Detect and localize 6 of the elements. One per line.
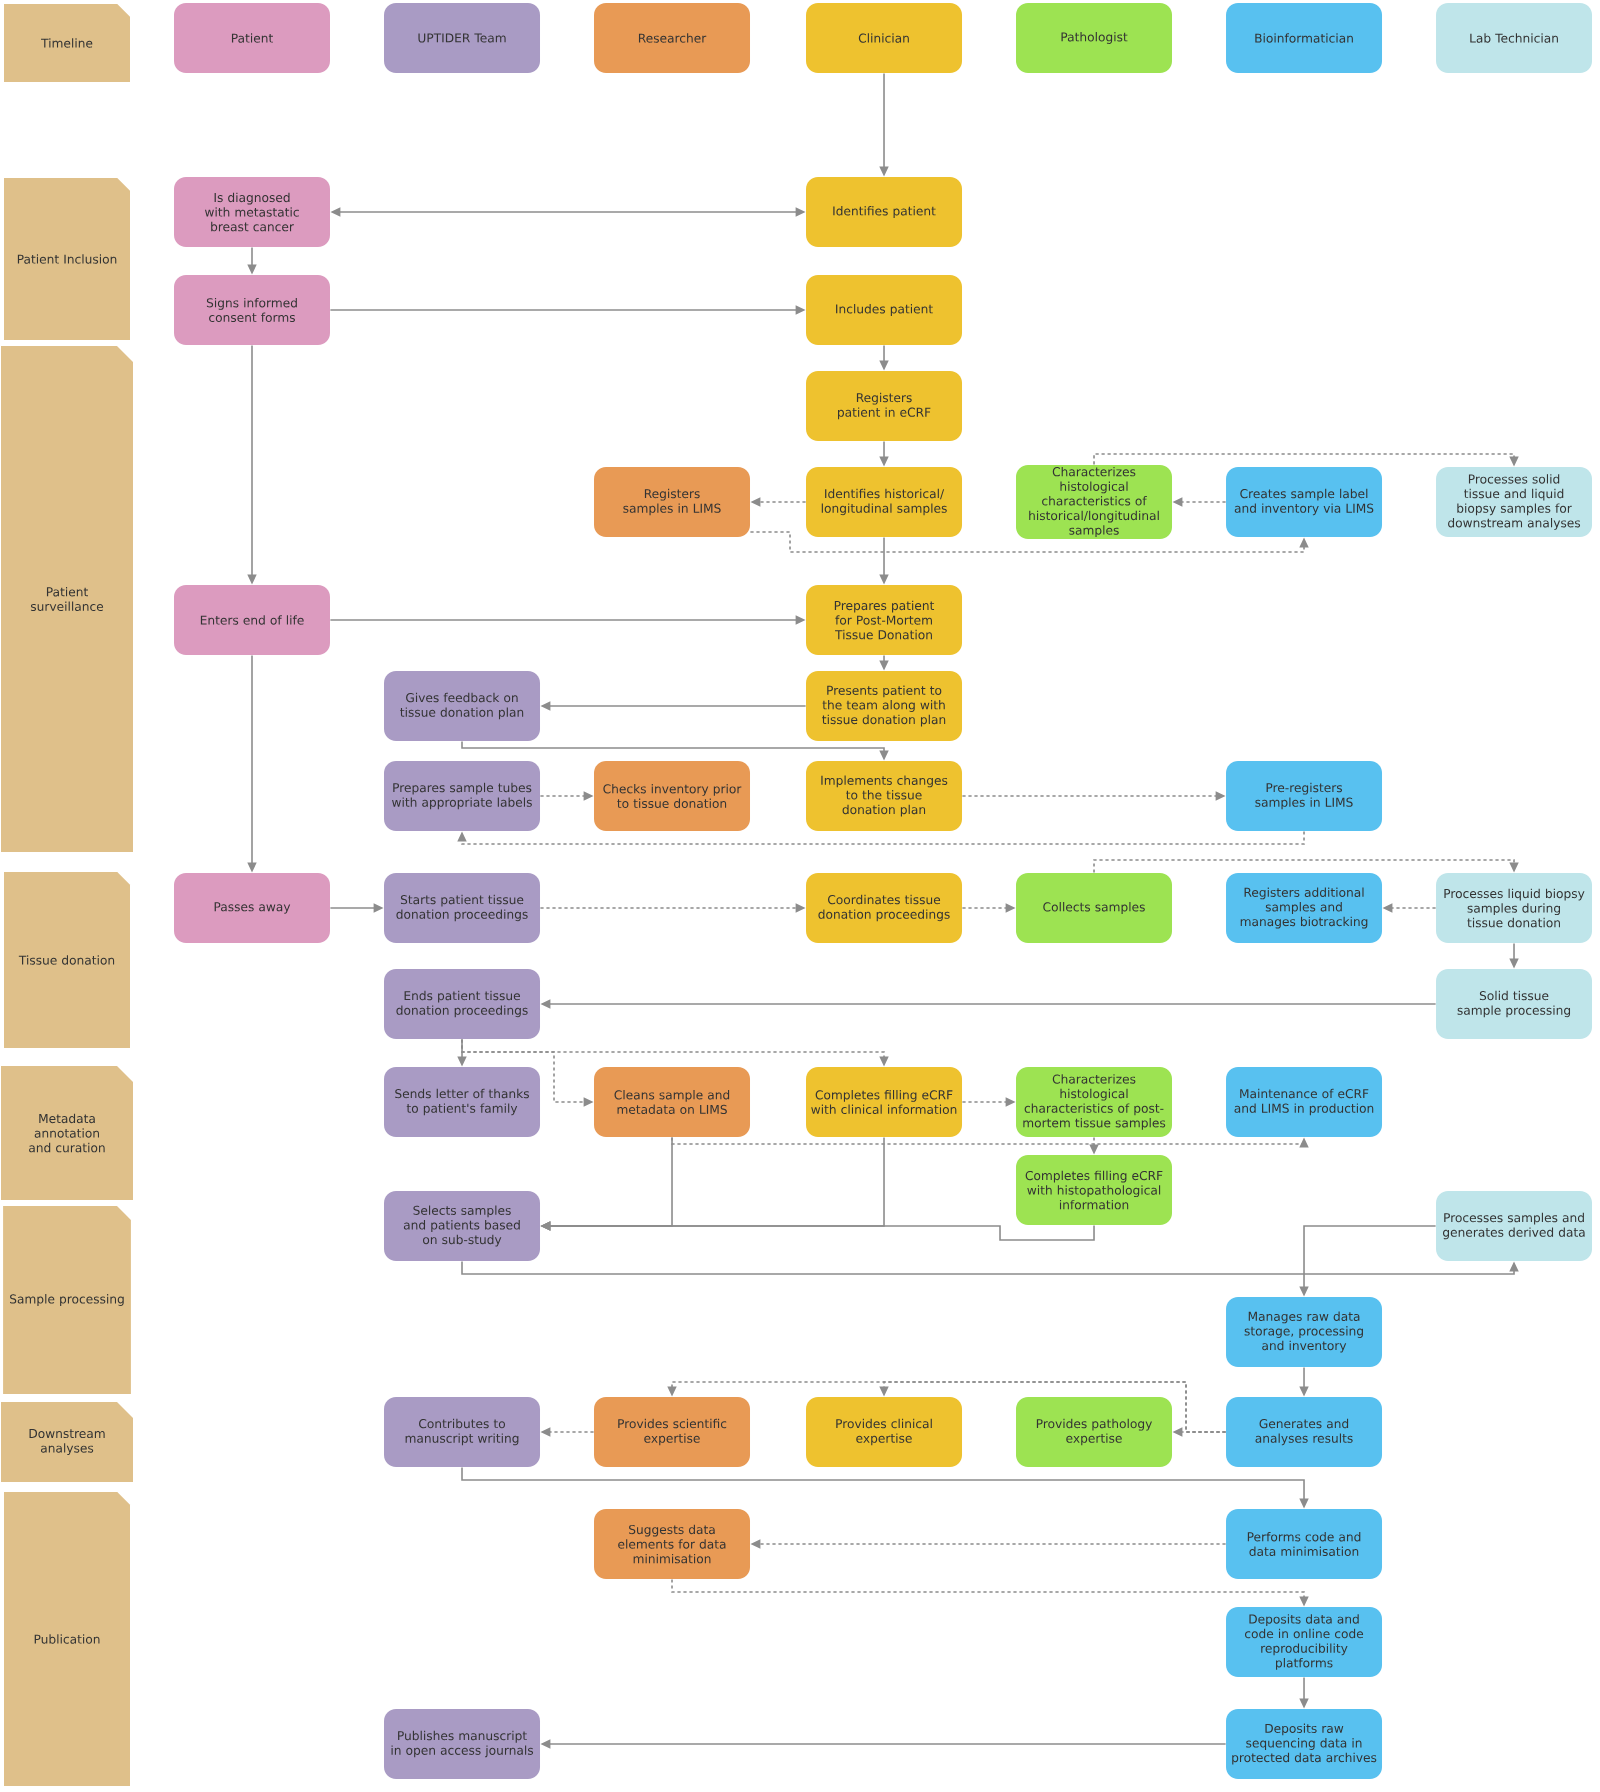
arrow xyxy=(461,1260,1519,1275)
arrow xyxy=(749,531,1309,553)
arrow xyxy=(457,830,1305,845)
arrow xyxy=(671,1136,1309,1148)
arrow xyxy=(1093,859,1519,874)
arrow xyxy=(667,1381,1227,1433)
